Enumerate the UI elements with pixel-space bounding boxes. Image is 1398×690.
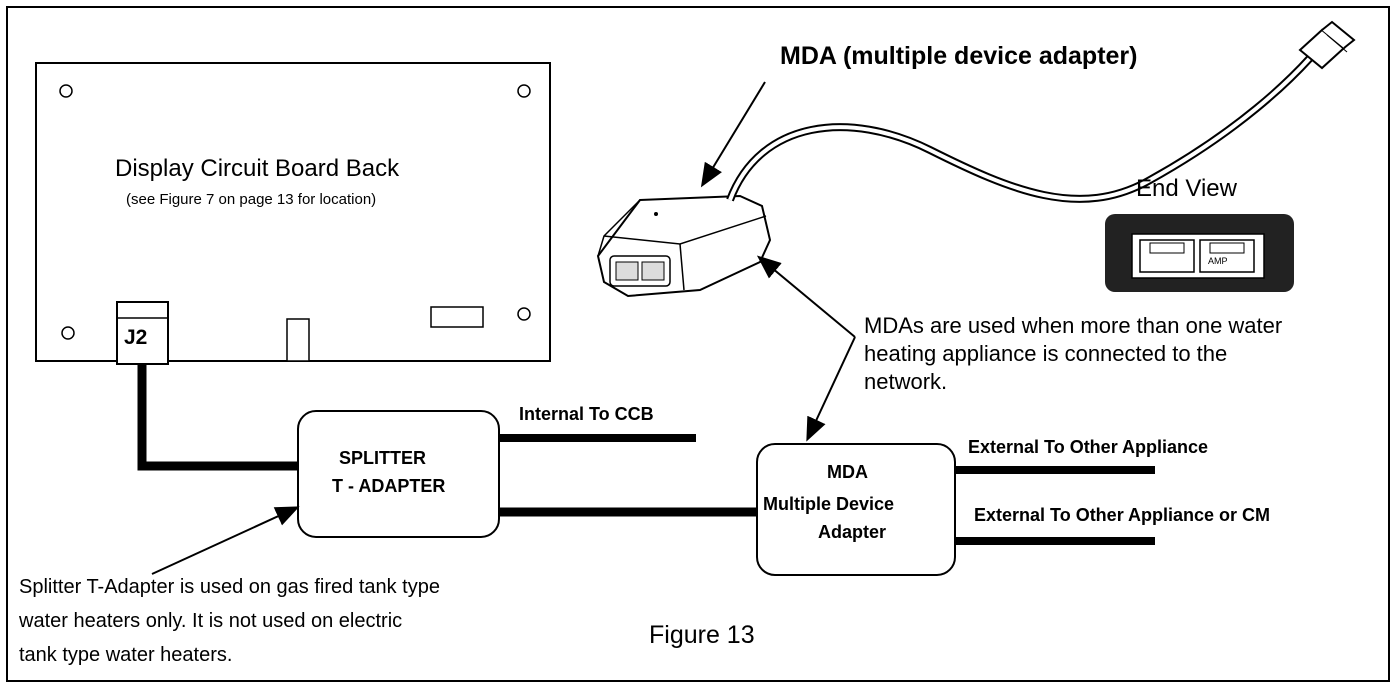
mda-heading: MDA (multiple device adapter): [780, 42, 1138, 70]
external-label-2: External To Other Appliance or CM: [974, 505, 1271, 525]
arrow-heading-to-mda: [700, 81, 766, 188]
mda-box: [756, 443, 956, 576]
splitter-note-line-3: tank type water heaters.: [19, 644, 233, 666]
end-view-illustration: [1105, 214, 1294, 292]
mount-hole-top-left: [59, 84, 73, 98]
mda-box-line-3: Adapter: [818, 522, 887, 542]
external-label-1: External To Other Appliance: [968, 437, 1209, 457]
mda-note-line-3: network.: [864, 369, 948, 394]
splitter-box: [297, 410, 500, 538]
mda-cord-inner: [728, 56, 1312, 201]
arrow-note-to-splitter: [151, 506, 300, 575]
rj-plug: [1298, 20, 1356, 70]
internal-label: Internal To CCB: [519, 404, 654, 424]
board-subtitle: (see Figure 7 on page 13 for location): [126, 191, 377, 208]
splitter-line-2: T - ADAPTER: [332, 476, 446, 496]
mount-hole-bottom-right: [517, 307, 531, 321]
splitter-line-1: SPLITTER: [339, 448, 427, 468]
mda-box-line-2: Multiple Device: [763, 494, 895, 514]
j2-label: J2: [124, 326, 148, 349]
mda-note-line-2: heating appliance is connected to the: [864, 341, 1228, 366]
splitter-note-line-2: water heaters only. It is not used on el…: [19, 610, 403, 632]
board-title: Display Circuit Board Back: [115, 155, 400, 182]
arrow-note-to-mda-box: [806, 336, 856, 442]
mda-device-illustration: [596, 194, 772, 298]
figure-label: Figure 13: [649, 621, 755, 649]
board-component-small: [286, 318, 310, 362]
splitter-note-line-1: Splitter T-Adapter is used on gas fired …: [19, 576, 440, 598]
end-view-label: End View: [1136, 175, 1237, 202]
mda-note-line-1: MDAs are used when more than one water: [864, 313, 1283, 338]
mount-hole-top-right: [517, 84, 531, 98]
mda-box-line-1: MDA: [827, 462, 868, 482]
amp-mark: AMP: [1208, 256, 1228, 266]
arrow-note-to-mda-device: [756, 255, 856, 338]
mount-hole-bottom-left: [61, 326, 75, 340]
cable-j2-to-splitter: [137, 364, 299, 471]
board-component-rect: [430, 306, 484, 328]
figure-frame: [6, 6, 1390, 682]
